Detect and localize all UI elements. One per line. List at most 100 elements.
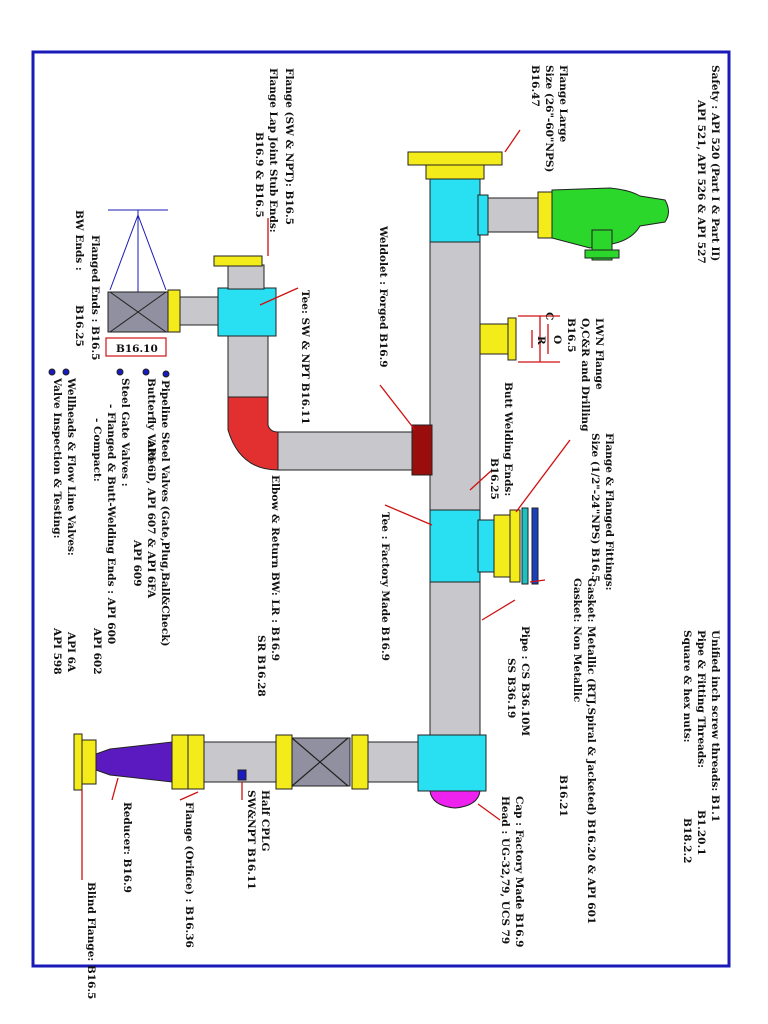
label-v3: Steel Gate Valves : <box>119 378 131 487</box>
label-v1: Pipeline Steel Valves (Gate,Plug,Ball&Ch… <box>159 380 171 647</box>
label-v3c: - Compact: <box>91 418 103 482</box>
bullet-2 <box>142 368 150 376</box>
top-tee <box>429 177 481 243</box>
label-gasket-3: B16.21 <box>557 775 569 817</box>
leader-gasket <box>529 579 546 583</box>
gate-valve-x <box>291 737 349 787</box>
label-reducer: Reducer: B16.9 <box>121 802 133 893</box>
bottom-tee <box>417 734 487 792</box>
label-pipe-1: Pipe : CS B36.10M <box>519 626 531 736</box>
lwn-flange-face <box>507 317 517 361</box>
label-bw-ends-val: B16.25 <box>73 305 85 347</box>
label-v5b: API 598 <box>51 627 63 675</box>
label-flange-large-3: B16.47 <box>529 65 541 107</box>
label-bw-ends: BW Ends : <box>73 210 85 271</box>
sw-tee <box>217 287 277 337</box>
blind-flange-face <box>73 733 83 791</box>
label-elbow-2: SR B16.28 <box>255 635 267 697</box>
label-v4b: API 6A <box>65 631 77 673</box>
leader-lines <box>81 129 571 880</box>
label-ff-2: Size (1/2"-24"NPS) B16.5 <box>589 433 601 582</box>
b1610-box-frame <box>105 337 167 357</box>
label-flange-lap-2: B16.9 & B16.5 <box>253 132 265 218</box>
safety-valve-outlet-flange <box>584 249 620 259</box>
leader-flange-large <box>504 129 521 153</box>
butterfly-valve-x <box>109 291 167 333</box>
bullet-5 <box>48 368 56 376</box>
safety-valve-flange <box>537 191 553 239</box>
label-tee-sw: Tee: SW & NPT B16.11 <box>299 290 311 424</box>
gasket-metallic <box>521 507 529 585</box>
label-unified-2b: B1.20.1 <box>695 810 707 855</box>
middle-tee <box>429 509 481 583</box>
label-dim-o: O <box>551 335 563 344</box>
bullet-3 <box>116 368 124 376</box>
label-v2: Butterfly Valve : <box>145 378 157 472</box>
label-lwn-1: LWN Flange <box>593 318 605 390</box>
leader-lwn-dim <box>518 315 560 363</box>
label-cap-2: Head : UG-32,79, UCS 79 <box>499 796 511 944</box>
label-unified-1: Unified inch screw threads: B1.1 <box>709 630 721 822</box>
main-header-pipe-lower <box>429 579 481 736</box>
leader-orifice <box>179 791 199 801</box>
weldolet <box>411 424 433 476</box>
label-tee-fm: Tee : Factory Made B16.9 <box>379 512 391 661</box>
label-half-cplg-1: Half CPLG <box>259 790 271 852</box>
label-v1b: API 6D, API 607 & API 6FA <box>145 439 157 599</box>
label-weldolet: Weldolet : Forged B16.9 <box>377 225 389 368</box>
label-flange-large-2: Size (26"-60"NPS) <box>543 65 555 172</box>
leader-weldolet <box>379 384 416 431</box>
label-bw-2: B16.25 <box>488 458 500 500</box>
gate-valve-flange-right <box>351 734 369 790</box>
label-unified-3b: B18.2.2 <box>681 818 693 863</box>
lwn-flange <box>479 323 509 355</box>
label-lwn-3: B16.5 <box>565 318 577 352</box>
label-v4: Wellheads & Flow Line Valves: <box>65 377 77 556</box>
lap-flange <box>213 255 263 267</box>
leader-cap <box>477 803 501 821</box>
label-dim-r: R <box>535 336 547 345</box>
elbow-vertical-pipe <box>227 334 269 398</box>
elbow-branch-pipe <box>277 431 413 471</box>
cap <box>429 790 481 809</box>
orifice-flange-right <box>187 734 205 790</box>
label-safety-1: Safety : API 520 (Part I & Part II) <box>709 65 721 261</box>
half-coupling <box>237 769 247 781</box>
label-blind: Blind Flange: B16.5 <box>85 882 97 999</box>
labels: Safety : API 520 (Part I & Part II) API … <box>48 65 721 999</box>
label-v5: Valve Inspection & Testing: <box>51 377 63 538</box>
label-b1610: B16.10 <box>116 343 158 355</box>
label-ff-1: Flange & Flanged Fittings: <box>603 433 615 591</box>
leader-flanged-fittings <box>515 439 571 513</box>
top-tee-branch <box>477 194 489 236</box>
bullet-4 <box>62 368 70 376</box>
diagram-border <box>31 50 731 968</box>
label-pipe-2: SS B36.19 <box>505 658 517 718</box>
leader-pipe <box>481 599 516 621</box>
middle-tee-branch <box>477 519 495 573</box>
label-v2b: API 609 <box>131 539 143 587</box>
butterfly-stem <box>108 209 168 292</box>
leader-reducer <box>111 777 119 801</box>
safety-valve-body <box>551 187 669 249</box>
middle-flange-face <box>509 509 521 583</box>
leader-tee-fm <box>384 504 433 526</box>
orifice-flange-left <box>171 734 189 790</box>
bottom-run-pipe <box>367 741 419 783</box>
label-half-cplg-2: SW&NPT B16.11 <box>245 790 257 890</box>
label-safety-2: API 521, API 526 & API 527 <box>695 99 707 264</box>
large-flange <box>425 164 485 180</box>
lap-stub <box>227 264 265 290</box>
piping-drawing <box>73 151 669 809</box>
leader-tee-sw <box>259 287 299 306</box>
elbow <box>227 394 279 471</box>
label-gasket-1: Gasket: Metallic (RTJ,Spiral & Jacketed)… <box>585 578 597 924</box>
gate-valve-flange-left <box>275 734 293 790</box>
safety-valve-branch-pipe <box>487 197 539 233</box>
main-header-pipe <box>429 239 481 521</box>
label-flange-orifice: Flange (Orifice) : B16.36 <box>183 802 195 948</box>
label-v3d: API 602 <box>91 627 103 675</box>
label-v3b: - Flanged & Butt-Welding Ends : API 600 <box>105 404 117 644</box>
label-bw-1: Butt Welding Ends: <box>502 382 514 496</box>
